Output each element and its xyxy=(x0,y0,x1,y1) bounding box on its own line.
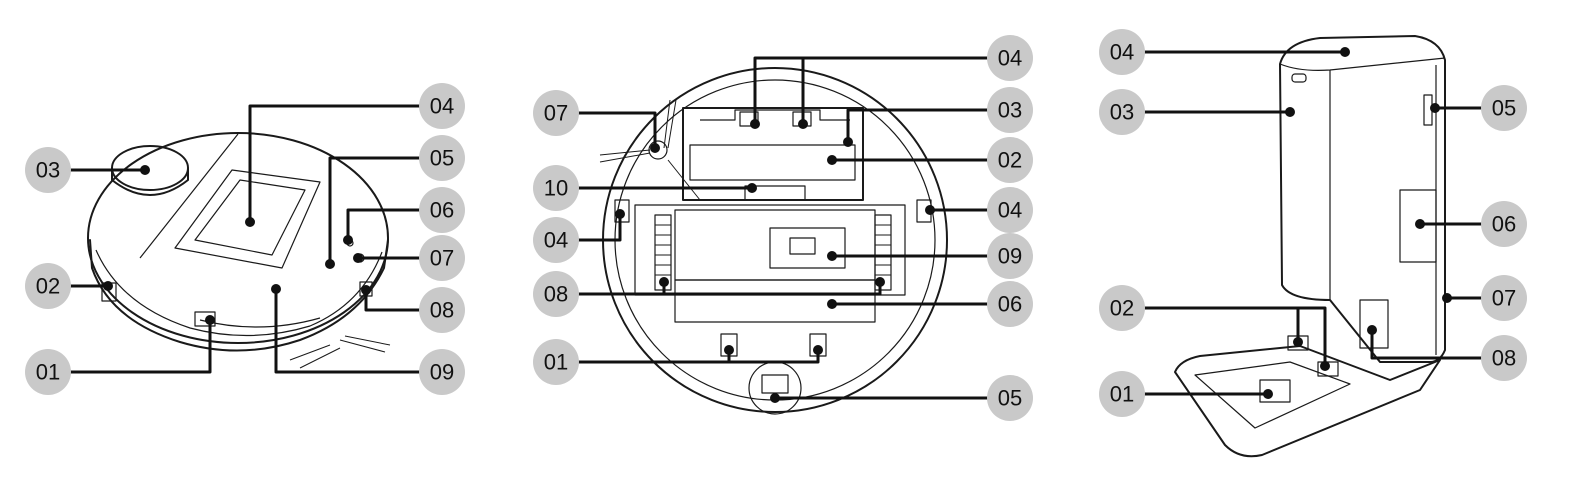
robot-bumper-line xyxy=(95,249,383,337)
mop-mount xyxy=(769,227,846,269)
badge-01: 01 xyxy=(1099,371,1145,417)
badge-02: 02 xyxy=(25,263,71,309)
badge-03: 03 xyxy=(1099,89,1145,135)
dock-outlet xyxy=(1359,299,1389,349)
svg-text:09: 09 xyxy=(998,244,1022,269)
sensor-window xyxy=(194,311,216,327)
top-cover-panel xyxy=(174,169,321,269)
robot-top-view: 03 02 01 04 05 06 07 08 09 xyxy=(25,83,465,395)
svg-text:08: 08 xyxy=(544,282,568,307)
svg-text:01: 01 xyxy=(36,360,60,385)
brush-guard xyxy=(700,109,850,121)
svg-text:03: 03 xyxy=(36,158,60,183)
svg-text:03: 03 xyxy=(1110,100,1134,125)
dock-tower xyxy=(1279,35,1446,363)
dock-side-panel xyxy=(1399,189,1437,263)
robot-body-top xyxy=(87,132,389,344)
mop-mount-slot xyxy=(789,237,816,255)
badge-04: 04 xyxy=(987,35,1033,81)
badge-09: 09 xyxy=(419,349,465,395)
dock-station-view: 04 03 02 01 05 06 07 08 xyxy=(1099,29,1527,458)
svg-text:07: 07 xyxy=(430,246,454,271)
badge-02: 02 xyxy=(1099,285,1145,331)
badge-03: 03 xyxy=(987,87,1033,133)
svg-text:04: 04 xyxy=(998,198,1022,223)
badge-02: 02 xyxy=(987,137,1033,183)
dock-button xyxy=(1291,73,1307,83)
badge-07: 07 xyxy=(1481,275,1527,321)
lidar-turret-side xyxy=(111,167,189,196)
badge-06: 06 xyxy=(1481,201,1527,247)
badge-08: 07 xyxy=(533,90,579,136)
badge-06: 06 xyxy=(419,187,465,233)
svg-text:07: 07 xyxy=(1492,286,1516,311)
svg-text:06: 06 xyxy=(1492,212,1516,237)
svg-text:08: 08 xyxy=(1492,346,1516,371)
badge-10: 10 xyxy=(533,165,579,211)
main-brush xyxy=(689,144,856,181)
badge-06: 06 xyxy=(987,281,1033,327)
dock-inlet xyxy=(1259,379,1291,403)
svg-text:02: 02 xyxy=(998,148,1022,173)
badge-01: 01 xyxy=(533,339,579,385)
svg-text:02: 02 xyxy=(1110,296,1134,321)
dock-lid-edge xyxy=(1279,57,1446,71)
svg-text:05: 05 xyxy=(1492,96,1516,121)
mop-plate xyxy=(674,279,876,323)
wheel-tread-right xyxy=(875,224,891,276)
badge-04: 04 xyxy=(1099,29,1145,75)
badge-01: 01 xyxy=(25,349,71,395)
robot-body-side xyxy=(89,239,389,352)
svg-text:05: 05 xyxy=(430,146,454,171)
badge-07: 07 xyxy=(419,235,465,281)
badge-08: 08 xyxy=(1481,335,1527,381)
brush-clip xyxy=(739,111,759,127)
svg-text:06: 06 xyxy=(998,292,1022,317)
dock-base-inner xyxy=(1194,361,1351,429)
caster-wheel-housing xyxy=(748,361,802,415)
svg-text:07: 07 xyxy=(544,101,568,126)
caster-wheel xyxy=(761,374,789,394)
side-brush-top xyxy=(289,335,391,369)
svg-text:06: 06 xyxy=(430,198,454,223)
svg-text:04: 04 xyxy=(998,46,1022,71)
robot-bottom-view: 07 10 04 08 01 04 03 02 04 09 06 05 xyxy=(533,35,1033,421)
badge-05: 05 xyxy=(1481,85,1527,131)
badge-05: 05 xyxy=(987,375,1033,421)
top-cover-inner xyxy=(194,179,306,256)
release-tab xyxy=(744,185,806,201)
cliff-sensor-left xyxy=(614,199,630,223)
lid-seam xyxy=(139,133,239,259)
badge-05: 05 xyxy=(419,135,465,181)
svg-text:01: 01 xyxy=(1110,382,1134,407)
badge-04: 04 xyxy=(533,217,579,263)
svg-text:02: 02 xyxy=(36,274,60,299)
dock-base-ramp xyxy=(1174,345,1441,458)
badge-04: 04 xyxy=(987,187,1033,233)
svg-text:09: 09 xyxy=(430,360,454,385)
svg-text:10: 10 xyxy=(544,176,568,201)
svg-text:04: 04 xyxy=(1110,40,1134,65)
front-window xyxy=(199,317,321,328)
badge-03: 03 xyxy=(25,147,71,193)
badge-08: 08 xyxy=(419,287,465,333)
drive-wheel-right xyxy=(874,214,892,291)
badge-09: 09 xyxy=(987,233,1033,279)
svg-text:01: 01 xyxy=(544,350,568,375)
badge-04: 04 xyxy=(419,83,465,129)
badge-07: 08 xyxy=(533,271,579,317)
svg-text:08: 08 xyxy=(430,298,454,323)
wheel-tread-left xyxy=(655,224,671,276)
svg-text:04: 04 xyxy=(544,228,568,253)
svg-text:03: 03 xyxy=(998,98,1022,123)
svg-text:04: 04 xyxy=(430,94,454,119)
side-brush-bottom xyxy=(599,99,701,201)
svg-text:05: 05 xyxy=(998,386,1022,411)
robot-underside-inner xyxy=(614,79,936,401)
